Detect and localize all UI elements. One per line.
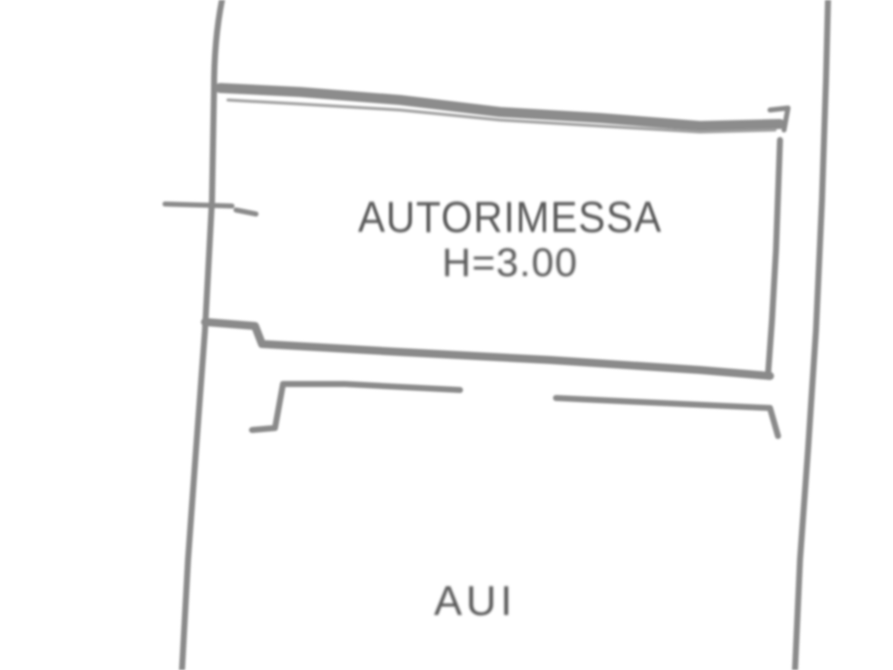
yard-wall-top-right [553, 395, 781, 439]
door-stub-mark [233, 207, 259, 217]
garage-height-label: H=3.00 [441, 241, 579, 285]
garage-wall-top-corner [767, 105, 791, 133]
garage-wall-right [765, 137, 783, 378]
garage-room-label: AUTORIMESSA [357, 193, 663, 242]
door-stub-left [162, 201, 235, 209]
garage-wall-top [215, 83, 785, 131]
garage-wall-top-inner [226, 98, 777, 134]
outer-wall-left [179, 0, 225, 670]
garage-wall-bottom [201, 318, 774, 380]
yard-wall-top-left [249, 381, 463, 433]
yard-room-label: AUI [433, 577, 516, 624]
outer-wall-right [792, 0, 831, 670]
